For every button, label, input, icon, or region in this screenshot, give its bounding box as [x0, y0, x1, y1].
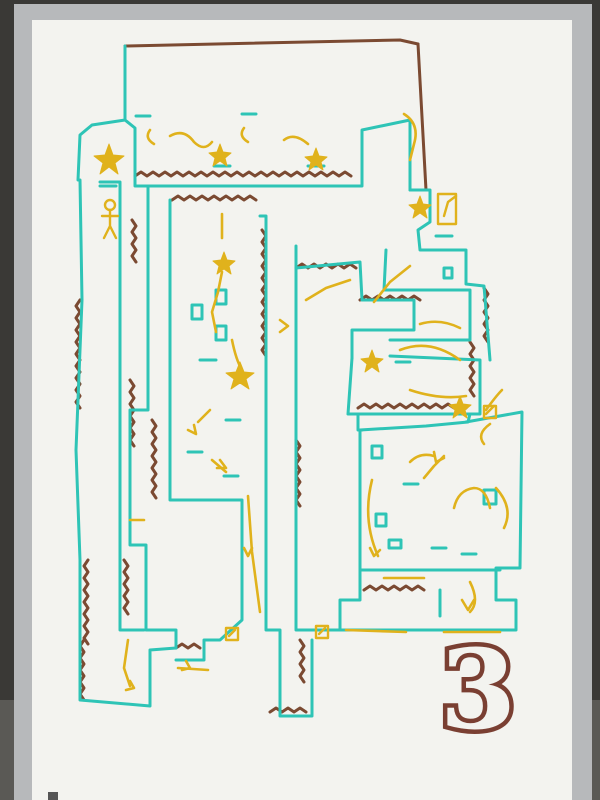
level-number-text: 3	[440, 625, 517, 754]
frame-clip	[48, 792, 58, 800]
level-number-3: 3	[440, 625, 517, 754]
